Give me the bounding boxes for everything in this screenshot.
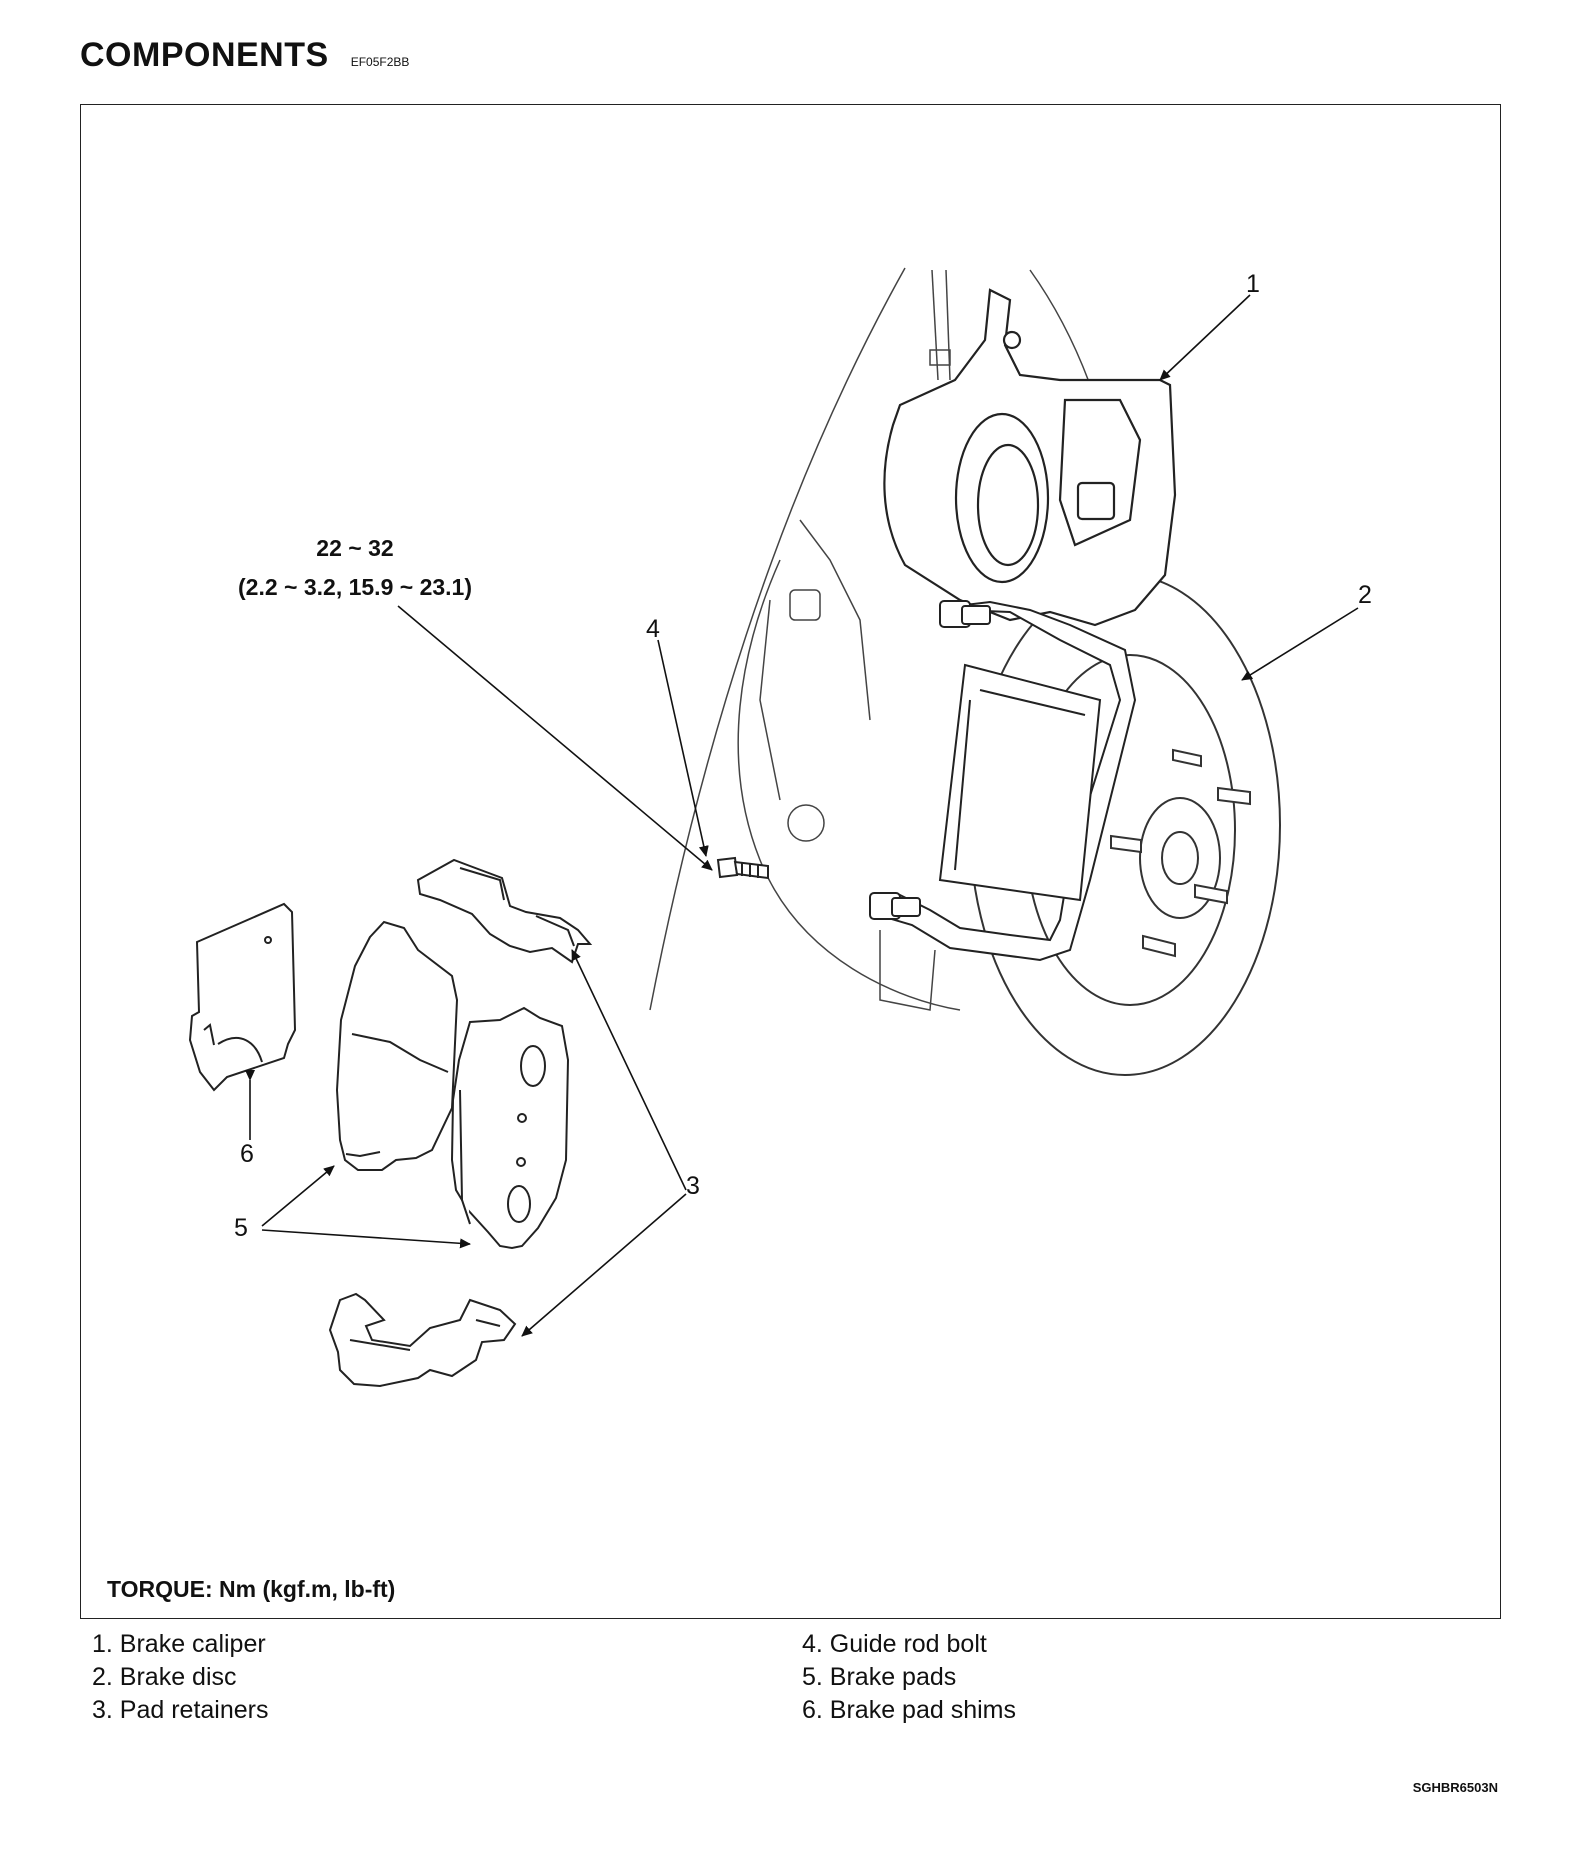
brake-pad-inner	[450, 1006, 570, 1250]
knuckle-outline	[649, 267, 1131, 1011]
leader-lines	[245, 294, 1359, 1337]
callout-6: 6	[240, 1140, 254, 1168]
wheel-studs	[1110, 748, 1251, 958]
torque-note: TORQUE: Nm (kgf.m, lb-ft)	[107, 1576, 396, 1602]
legend-item: 5. Brake pads	[802, 1663, 957, 1691]
callout-1: 1	[1246, 270, 1260, 298]
legend-right: 4. Guide rod bolt 5. Brake pads 6. Brake…	[802, 1628, 1016, 1727]
page-title: COMPONENTS	[80, 36, 329, 74]
page-header: COMPONENTS EF05F2BB	[80, 36, 409, 75]
brake-pad-outer	[335, 920, 459, 1171]
torque-value: 22 ~ 32	[316, 535, 393, 561]
legend-item: 6. Brake pad shims	[802, 1696, 1016, 1724]
brake-pad-shim	[188, 902, 297, 1092]
caliper-bracket	[876, 600, 1137, 962]
legend-left: 1. Brake caliper 2. Brake disc 3. Pad re…	[92, 1628, 269, 1727]
callout-4: 4	[646, 615, 660, 643]
callout-5: 5	[234, 1214, 248, 1242]
torque-spec: 22 ~ 32 (2.2 ~ 3.2, 15.9 ~ 23.1)	[238, 535, 472, 600]
guide-rod-bolt	[716, 856, 769, 880]
diagram-frame	[80, 104, 1501, 1619]
figure-code: SGHBR6503N	[1412, 1780, 1498, 1795]
guide-rod-bolts-installed	[869, 600, 991, 920]
torque-conversion: (2.2 ~ 3.2, 15.9 ~ 23.1)	[238, 574, 472, 600]
pad-retainer-upper	[416, 858, 593, 964]
legend-item: 4. Guide rod bolt	[802, 1630, 987, 1658]
callout-labels: 1 2 3 4 5 6	[234, 270, 1372, 1242]
legend-item: 2. Brake disc	[92, 1663, 237, 1691]
section-code: EF05F2BB	[350, 55, 410, 69]
callout-3: 3	[686, 1172, 700, 1200]
pad-retainer-lower	[328, 1292, 517, 1388]
callout-2: 2	[1358, 581, 1372, 609]
legend-item: 3. Pad retainers	[92, 1696, 269, 1724]
legend-item: 1. Brake caliper	[92, 1630, 266, 1658]
caliper-body	[883, 288, 1177, 627]
